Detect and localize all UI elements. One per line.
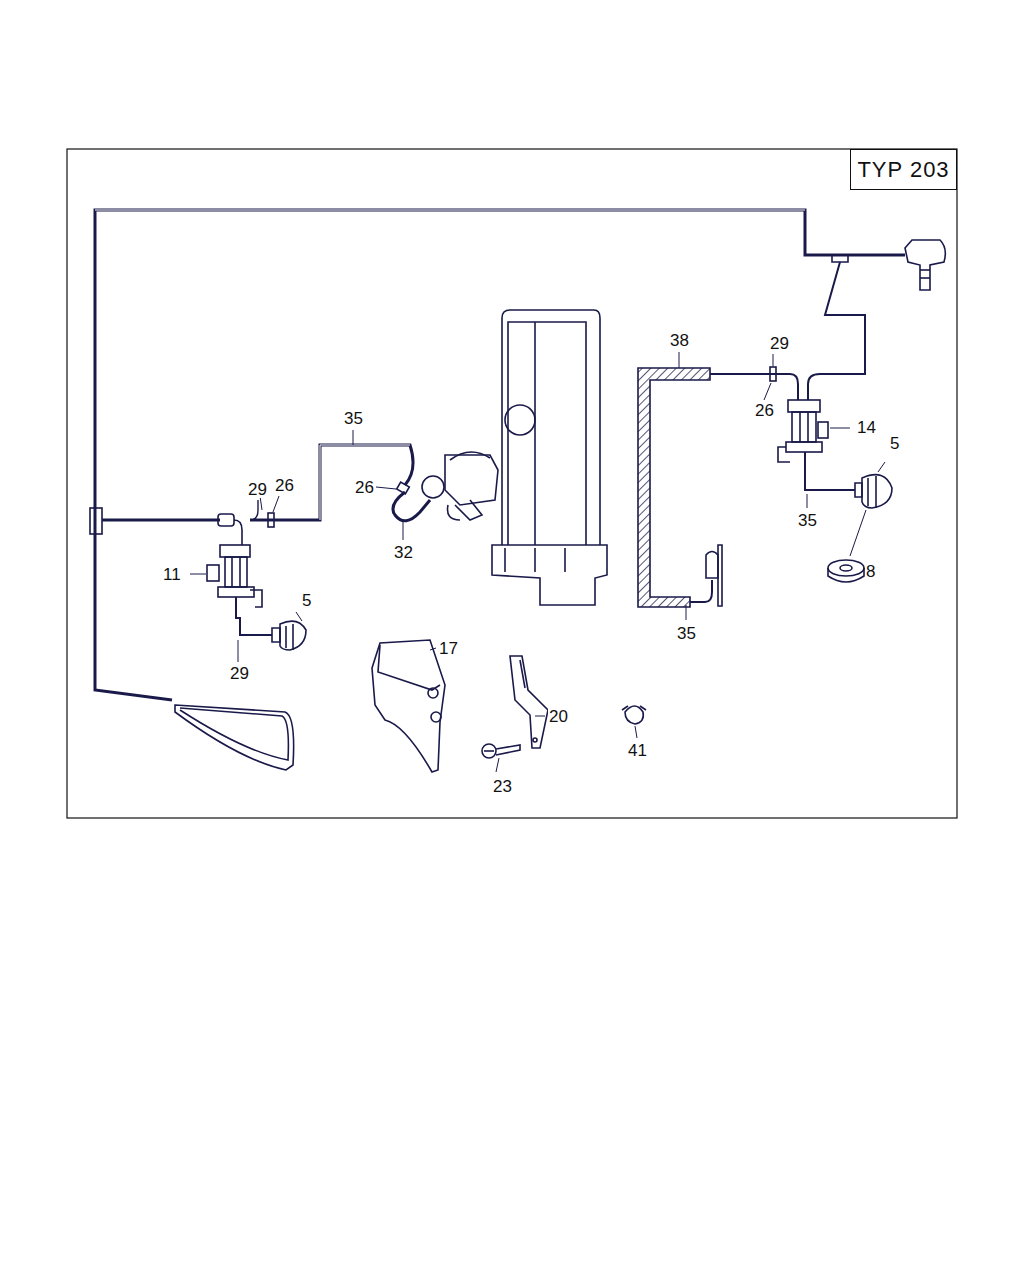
- callout-number: 29: [229, 665, 250, 682]
- callout-number: 35: [797, 512, 818, 529]
- callout-number: 11: [162, 566, 182, 583]
- type-box: TYP 203: [850, 149, 957, 190]
- callout-number: 26: [274, 477, 295, 494]
- callout-number: 17: [438, 640, 459, 657]
- callout-number: 32: [393, 544, 414, 561]
- callout-number: 5: [301, 592, 312, 609]
- callout-number: 35: [343, 410, 364, 427]
- callout-number: 20: [548, 708, 569, 725]
- callout-number: 8: [865, 563, 876, 580]
- callout-number: 38: [669, 332, 690, 349]
- callout-number: 29: [247, 481, 268, 498]
- callout-number: 23: [492, 778, 513, 795]
- type-label: TYP 203: [857, 157, 949, 183]
- callout-number: 14: [856, 419, 877, 436]
- callout-number: 29: [769, 335, 790, 352]
- callout-number: 41: [627, 742, 648, 759]
- callout-number: 26: [754, 402, 775, 419]
- callout-number: 5: [889, 435, 900, 452]
- callout-number: 35: [676, 625, 697, 642]
- callout-number: 26: [354, 479, 375, 496]
